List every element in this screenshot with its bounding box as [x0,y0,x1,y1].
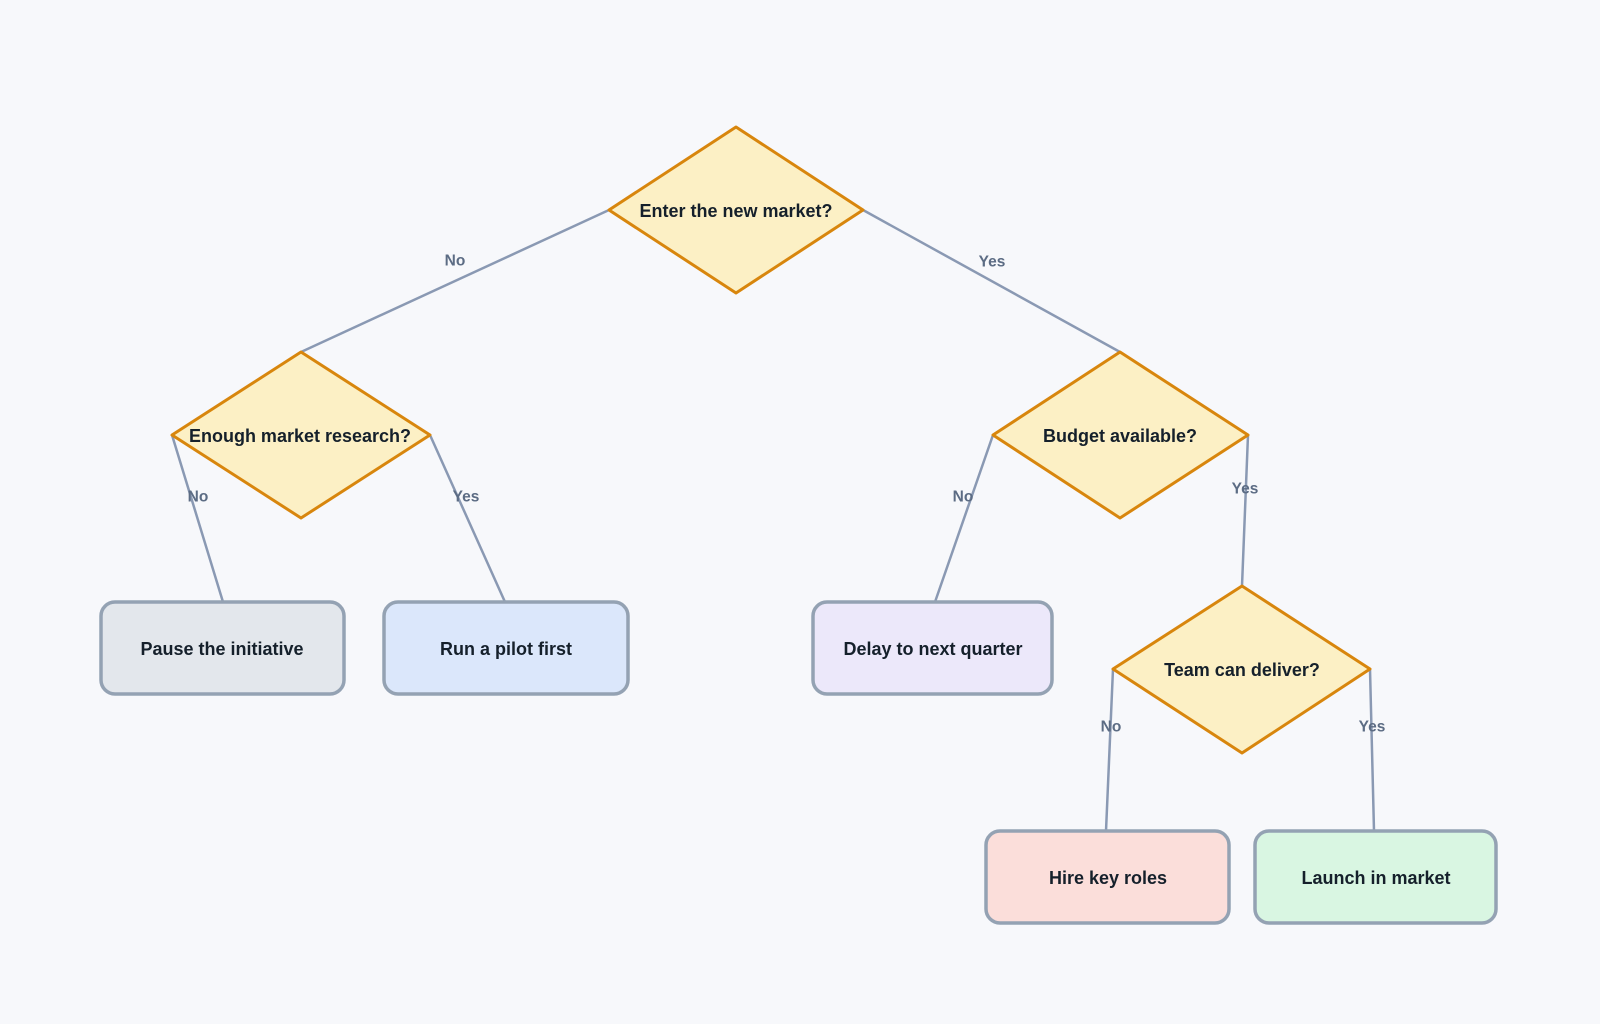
edge-label-no: No [445,253,466,270]
edge-label-no: No [188,489,209,506]
node-label: Pause the initiative [140,639,303,659]
edge-line [170,433,225,604]
decision-diamond[interactable] [607,125,865,295]
edge-line [1240,433,1250,588]
node-launch-in-market: Launch in market [1253,829,1498,925]
node-label: Hire key roles [1049,868,1167,888]
edge-label-yes: Yes [453,489,480,506]
decision-diamond[interactable] [170,350,432,520]
action-box[interactable] [811,600,1054,696]
action-box[interactable] [1253,829,1498,925]
node-enter-new-market: Enter the new market? [607,125,865,295]
decision-diamond[interactable] [991,350,1250,520]
edge-line [861,208,1122,354]
node-delay-next-quarter: Delay to next quarter [811,600,1054,696]
edge-label-yes: Yes [1359,719,1386,736]
nodes-layer: Enter the new market? Enough market rese… [99,125,1498,925]
node-run-pilot-first: Run a pilot first [382,600,630,696]
node-budget-available: Budget available? [991,350,1250,520]
edge-team-to-launch: Yes [1359,667,1386,833]
edge-label-no: No [953,489,974,506]
node-label: Enter the new market? [639,201,832,221]
node-label: Budget available? [1043,426,1197,446]
edge-budget-to-delay: No [933,433,995,604]
node-label: Enough market research? [189,426,411,446]
edge-research-to-pilot: Yes [428,433,507,604]
edge-line [428,433,507,604]
edge-team-to-hire: No [1101,667,1122,833]
edge-research-to-pause: No [170,433,225,604]
action-box[interactable] [99,600,346,696]
node-enough-market-research: Enough market research? [170,350,432,520]
edge-line [1104,667,1115,833]
edge-line [299,208,611,354]
node-label: Run a pilot first [440,639,572,659]
node-hire-key-roles: Hire key roles [984,829,1231,925]
edge-line [933,433,995,604]
node-team-can-deliver: Team can deliver? [1111,584,1372,755]
node-label: Team can deliver? [1164,660,1320,680]
node-label: Delay to next quarter [843,639,1022,659]
edge-line [1368,667,1376,833]
edge-budget-to-team: Yes [1232,433,1259,588]
node-label: Launch in market [1301,868,1450,888]
decision-diamond[interactable] [1111,584,1372,755]
edge-label-no: No [1101,719,1122,736]
edges-layer: No Yes No Yes No Yes [170,208,1386,833]
edge-label-yes: Yes [979,254,1006,271]
edge-label-yes: Yes [1232,481,1259,498]
edge-enter-to-budget: Yes [861,208,1122,354]
edge-enter-to-research: No [299,208,611,354]
action-box[interactable] [984,829,1231,925]
node-pause-initiative: Pause the initiative [99,600,346,696]
action-box[interactable] [382,600,630,696]
